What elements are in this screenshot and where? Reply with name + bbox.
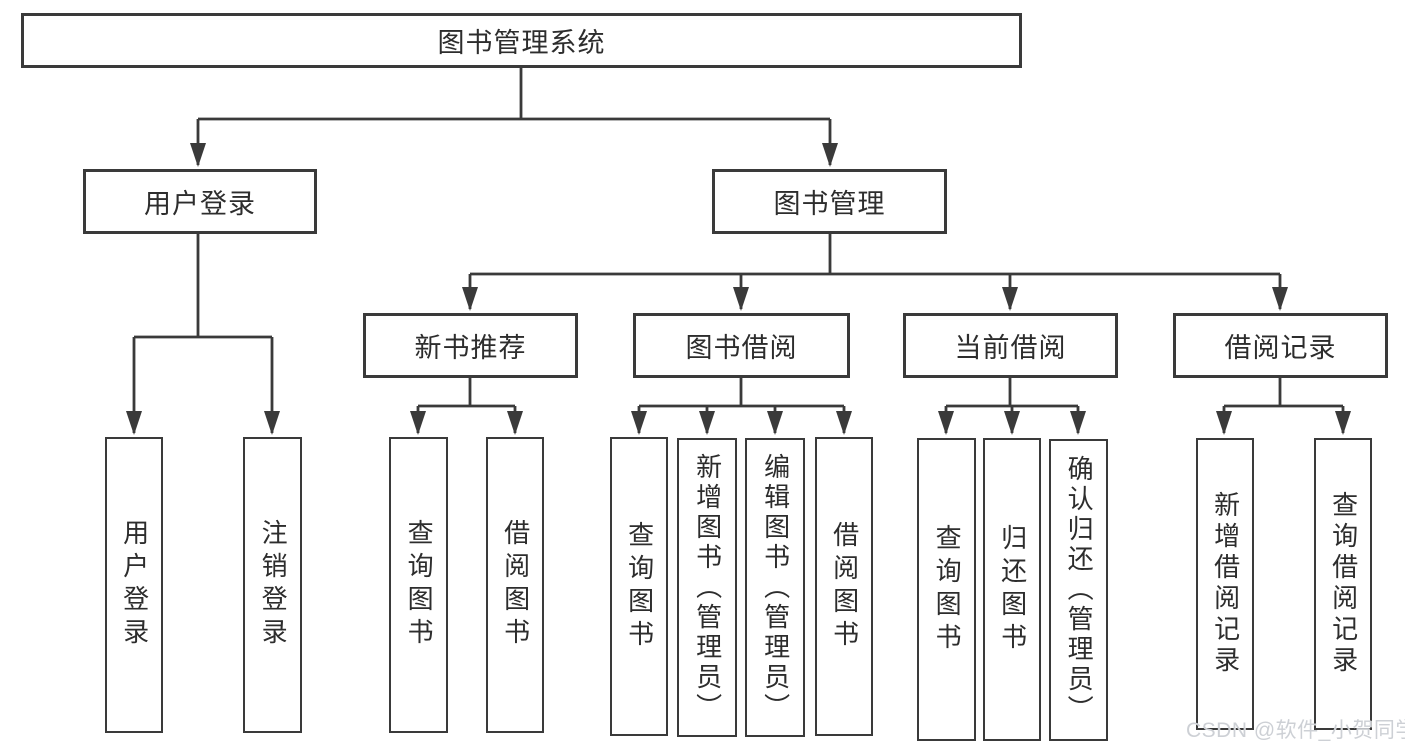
leaf-query-book-borrow: 查询图书 (610, 437, 668, 736)
node-current-borrow: 当前借阅 (903, 313, 1118, 378)
leaf-borrow-book: 借阅图书 (815, 437, 873, 736)
node-current-borrow-label: 当前借阅 (954, 333, 1067, 363)
leaf-add-borrow-record: 新增借阅记录 (1196, 438, 1254, 730)
node-book-management: 图书管理 (712, 169, 947, 234)
node-user-login-label: 用户登录 (144, 189, 256, 219)
leaf-query-book-borrow-label: 查询图书 (624, 520, 655, 653)
watermark: CSDN @软件_小贺同学 (1186, 719, 1405, 742)
leaf-borrow-book-label: 借阅图书 (829, 520, 860, 653)
node-book-borrow: 图书借阅 (633, 313, 850, 378)
connector-arrows (126, 119, 1351, 435)
leaf-query-book-recommend: 查询图书 (389, 437, 448, 733)
leaf-edit-book-admin: 编辑图书（管理员） (745, 438, 805, 737)
leaf-confirm-return-admin: 确认归还（管理员） (1049, 439, 1108, 741)
leaf-logout-login-label: 注销登录 (258, 519, 289, 651)
node-new-book-recommend-label: 新书推荐 (414, 333, 527, 363)
leaf-query-book-recommend-label: 查询图书 (404, 519, 435, 651)
node-user-login: 用户登录 (83, 169, 317, 234)
leaf-return-book: 归还图书 (983, 438, 1041, 741)
node-book-borrow-label: 图书借阅 (685, 333, 798, 363)
leaf-edit-book-admin-label: 编辑图书（管理员） (760, 452, 791, 723)
leaf-add-book-admin-label: 新增图书（管理员） (692, 452, 723, 723)
leaf-borrow-book-recommend: 借阅图书 (486, 437, 544, 733)
leaf-query-book-current: 查询图书 (917, 438, 976, 741)
node-root: 图书管理系统 (21, 13, 1022, 68)
node-borrow-records: 借阅记录 (1173, 313, 1388, 378)
leaf-add-book-admin: 新增图书（管理员） (677, 438, 737, 737)
leaf-user-login-label: 用户登录 (119, 519, 150, 651)
node-book-management-label: 图书管理 (773, 189, 886, 219)
node-root-label: 图书管理系统 (437, 28, 606, 58)
leaf-query-borrow-record-label: 查询借阅记录 (1328, 491, 1359, 677)
node-borrow-records-label: 借阅记录 (1224, 333, 1337, 363)
leaf-borrow-book-recommend-label: 借阅图书 (500, 519, 531, 651)
leaf-query-book-current-label: 查询图书 (932, 523, 963, 656)
leaf-confirm-return-admin-label: 确认归还（管理员） (1064, 455, 1095, 725)
connector-skeleton (134, 68, 1343, 408)
node-new-book-recommend: 新书推荐 (363, 313, 578, 378)
leaf-query-borrow-record: 查询借阅记录 (1314, 438, 1372, 730)
leaf-user-login: 用户登录 (105, 437, 163, 733)
leaf-add-borrow-record-label: 新增借阅记录 (1210, 491, 1241, 677)
leaf-return-book-label: 归还图书 (997, 523, 1028, 656)
leaf-logout-login: 注销登录 (243, 437, 302, 733)
